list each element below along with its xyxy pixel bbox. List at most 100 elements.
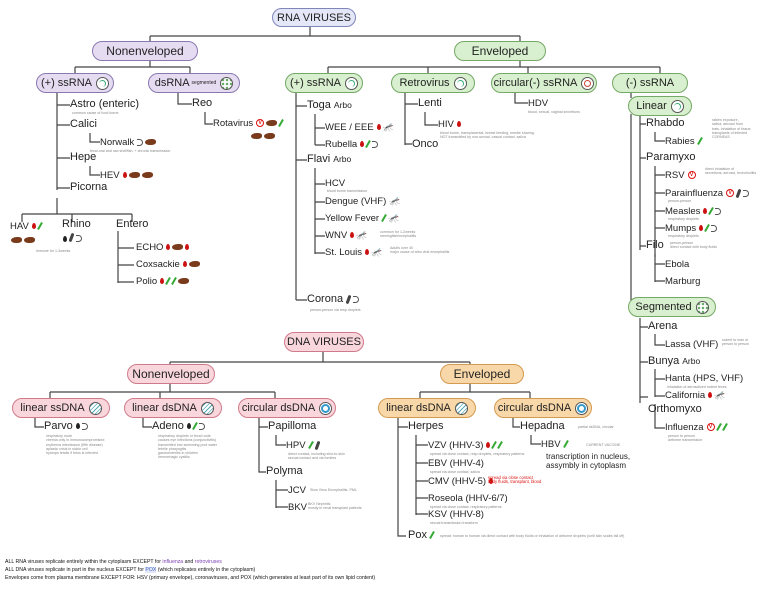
parvo-note: respiratory route viremia only in immuno…	[46, 434, 105, 456]
vaccine-no-icon: V	[256, 119, 265, 128]
rna-env-ss-pos-node: (+) ssRNA	[285, 73, 363, 93]
vzv-label: VZV (HHV-3)	[428, 440, 504, 451]
liver-icon	[172, 244, 184, 251]
filo-label: Filo	[646, 239, 664, 251]
measles-label: Measles	[665, 206, 722, 217]
hbv-label: HBV	[541, 439, 569, 450]
liver-icon	[145, 139, 157, 146]
influenza-note: person to person airborne transmission	[668, 434, 703, 443]
footer-dna-note: ALL DNA viruses replicate in part in the…	[5, 567, 256, 573]
ebola-label: Ebola	[665, 259, 690, 270]
roseola-note: spread via close contact, respiratory pa…	[430, 505, 502, 509]
hav-liver-icons	[10, 235, 36, 246]
needle-icon	[191, 422, 198, 431]
env-linear-dsdna-node: linear dsDNA	[378, 398, 476, 418]
blood-drop-icon	[486, 442, 491, 449]
wee-eee-label: WEE / EEE🦟	[325, 122, 394, 133]
vaccine-no-icon: V	[687, 171, 696, 180]
segmented-dots-icon	[695, 300, 709, 314]
bkv-note: BKV Nephritis mostly in renal transplant…	[308, 502, 362, 511]
liver-icon	[141, 172, 153, 179]
arena-label: Arena	[648, 320, 678, 332]
corona-note: person-person via resp droplets	[310, 308, 361, 312]
respiratory-icon	[715, 207, 722, 215]
echo-label: ECHO	[136, 242, 190, 253]
calici-label: Calici	[70, 118, 97, 130]
blood-drop-icon	[376, 124, 381, 131]
linear-node: Linear	[628, 96, 692, 116]
rna-nonenv-ss-pos-node: (+) ssRNA	[36, 73, 114, 93]
liver-icon	[251, 133, 262, 139]
respiratory-icon	[743, 189, 750, 197]
mosquito-icon: 🦟	[370, 247, 383, 258]
ebv-note: spread via close contact, saliva	[430, 470, 480, 474]
respiratory-icon	[711, 224, 718, 232]
blood-drop-icon	[360, 141, 365, 148]
lenti-label: Lenti	[418, 97, 442, 109]
papilloma-label: Papilloma	[268, 420, 317, 432]
vaccine-no-icon: V	[726, 189, 735, 198]
hanta-label: Hanta (HPS, VHF)	[665, 373, 744, 384]
ssrna-arc-icon	[96, 76, 110, 90]
rotavirus-liver-icon	[250, 131, 276, 142]
marburg-label: Marburg	[665, 276, 701, 287]
picorna-label: Picorna	[70, 181, 108, 193]
linear-dna-icon	[88, 401, 102, 415]
blood-drop-icon	[122, 172, 127, 179]
bunya-label: Bunya Arbo	[648, 355, 701, 367]
respiratory-icon	[137, 138, 144, 146]
circular-neg-ssrna-node: circular(-) ssRNA	[491, 73, 597, 93]
respiratory-icon	[353, 295, 360, 303]
rhino-label: Rhino	[62, 218, 91, 230]
blood-drop-icon	[350, 232, 355, 239]
liver-icon	[264, 133, 275, 139]
hav-note: immune for 1-3weeks	[36, 249, 71, 253]
circular-dsdna-node: circular dsDNA	[238, 398, 336, 418]
mosquito-icon: 🦟	[389, 196, 401, 207]
cmv-note: spread via close contact body fluids, tr…	[488, 475, 542, 485]
rna-enveloped-node: Enveloped	[454, 41, 546, 61]
needle-icon	[171, 277, 177, 286]
contact-icon	[75, 423, 80, 430]
rabies-label: Rabies	[665, 136, 703, 147]
hav-label: HAV	[10, 221, 43, 232]
ssrna-arc-icon	[345, 76, 359, 90]
linear-dna-icon	[200, 401, 214, 415]
hepadna-note: partial dsDNA, circular	[578, 425, 614, 429]
needle-icon	[708, 207, 715, 216]
mosquito-icon: 🦟	[356, 230, 368, 241]
blood-drop-icon	[699, 225, 704, 232]
blood-drop-icon	[182, 261, 187, 268]
wnv-label: WNV🦟	[325, 230, 368, 241]
mumps-label: Mumps	[665, 223, 718, 234]
hbv-transcription-note: transcription in nucleus, assymbly in cy…	[546, 452, 631, 470]
mosquito-icon: 🦟	[714, 390, 726, 401]
hev-label: HEV	[100, 170, 154, 181]
toga-label: Toga Arbo	[307, 99, 352, 111]
microscope-icon	[345, 294, 352, 304]
jcv-note: Slow Virus Encephalitis- PML	[310, 488, 357, 492]
respiratory-icon	[198, 422, 205, 430]
needle-icon	[365, 140, 372, 149]
needle-icon	[562, 440, 569, 449]
neg-ssrna-node: (-) ssRNA	[612, 73, 688, 93]
pox-note: spread: human to human via direct contac…	[440, 534, 625, 538]
hdv-label: HDV	[528, 98, 549, 109]
parainfluenza-note: person-person	[668, 199, 692, 203]
segmented-dots-icon	[220, 76, 234, 90]
blood-drop-icon	[703, 208, 708, 215]
needle-icon	[165, 277, 171, 286]
hcv-label: HCV	[325, 178, 346, 189]
circular-dna-icon	[319, 401, 333, 415]
liver-icon	[188, 261, 200, 268]
liver-icon	[178, 278, 190, 285]
adeno-note: respiratory droplets or fecal route caus…	[158, 434, 218, 460]
needle-icon	[497, 441, 504, 450]
microscope-icon	[314, 440, 320, 451]
blood-drop-icon	[489, 478, 494, 485]
ksv-note: sexual transmission transform	[430, 521, 478, 525]
needle-icon	[696, 137, 703, 146]
